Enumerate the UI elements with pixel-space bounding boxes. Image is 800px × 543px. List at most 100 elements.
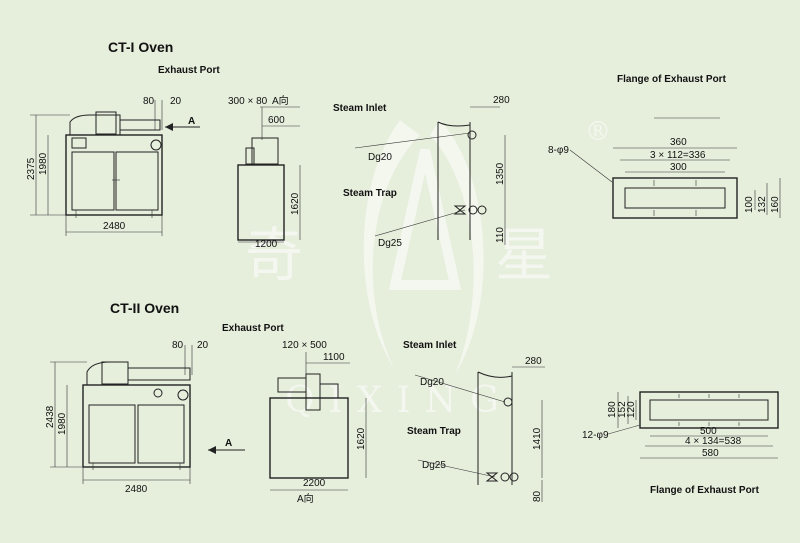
ct2-dg25: Dg25 bbox=[422, 460, 446, 471]
ct1-piping: Steam Inlet Dg20 Steam Trap Dg25 280 135… bbox=[333, 95, 510, 249]
ct1-fl-300: 300 bbox=[670, 162, 687, 173]
ct1-side-view: 300 × 80 A向 600 1620 1200 bbox=[228, 94, 301, 250]
ct1-side-fan bbox=[251, 137, 279, 165]
ct2-dim-2480: 2480 bbox=[125, 484, 148, 495]
watermark-registered-mark: ® bbox=[585, 117, 611, 147]
ct2-inlet-valve bbox=[503, 397, 513, 407]
ct1-side-fan-motor bbox=[245, 147, 255, 165]
ct1-exhaust-box bbox=[95, 111, 117, 135]
watermark-triangle bbox=[388, 148, 462, 290]
ct1-side-1620: 1620 bbox=[290, 192, 301, 215]
ct1-cabinet bbox=[65, 134, 163, 216]
ct1-flange: Flange of Exhaust Port 360 3 × 112=336 3… bbox=[548, 74, 781, 219]
ct1-arrow-a-label: A bbox=[188, 116, 195, 127]
ct1-inlet-valve bbox=[467, 130, 477, 140]
ct1-flange-outer bbox=[612, 177, 738, 219]
ct2-pipe-280: 280 bbox=[525, 356, 542, 367]
ct1-dg20-leader bbox=[354, 132, 471, 149]
ct1-steam-trap: Steam Trap bbox=[343, 188, 397, 199]
ct2-side-1620: 1620 bbox=[356, 427, 367, 450]
ct2-fl-4x134: 4 × 134=538 bbox=[685, 436, 742, 447]
ct2-flange: 180 152 120 12-φ9 500 4 × 134=538 580 Fl… bbox=[582, 391, 779, 496]
ct2-trap-circle-1 bbox=[500, 472, 510, 482]
ct1-dim-2480: 2480 bbox=[103, 221, 126, 232]
ct2-cabinet bbox=[82, 384, 191, 468]
ct2-piping: Steam Inlet Dg20 Steam Trap Dg25 280 141… bbox=[403, 340, 545, 502]
ct1-front-view: CT-I Oven Exhaust Port 80 20 A 2375 1980… bbox=[26, 39, 220, 236]
ct2-dg20-leader bbox=[414, 374, 506, 403]
ct1-wall-top bbox=[437, 121, 471, 127]
ct1-door-right bbox=[115, 151, 159, 211]
ct1-fl-hole-leader bbox=[569, 149, 613, 183]
ct2-pipe-80: 80 bbox=[532, 490, 543, 502]
watermark: ® 奇 星 QIXING bbox=[245, 117, 611, 421]
ct2-front-view: CT-II Oven Exhaust Port 80 20 A 2438 198… bbox=[45, 300, 284, 495]
ct1-fl-360: 360 bbox=[670, 137, 687, 148]
ct1-side-cabinet bbox=[237, 164, 285, 241]
ct2-exhaust-port-label: Exhaust Port bbox=[222, 323, 284, 334]
ct2-fl-hole-leader bbox=[607, 424, 641, 435]
ct2-exhaust-box bbox=[101, 361, 129, 385]
ct1-side-a-view: A向 bbox=[272, 94, 289, 107]
ct2-fl-152: 152 bbox=[617, 401, 628, 418]
ct1-title: CT-I Oven bbox=[108, 39, 173, 55]
ct2-fan-circle bbox=[177, 389, 189, 401]
ct1-dg25-leader bbox=[374, 209, 466, 237]
ct2-side-2200: 2200 bbox=[303, 478, 326, 489]
ct1-fan-circle bbox=[150, 139, 162, 151]
ct1-fl-100: 100 bbox=[744, 196, 755, 213]
ct2-fl-12phi9: 12-φ9 bbox=[582, 430, 609, 441]
ct2-side-1100: 1100 bbox=[323, 352, 345, 363]
ct1-exhaust-duct bbox=[69, 114, 121, 135]
ct2-flange-outer bbox=[639, 391, 779, 429]
ct1-dim-2375: 2375 bbox=[26, 157, 37, 180]
ct2-arrow-a-head bbox=[208, 446, 216, 454]
ct2-fan-housing bbox=[127, 367, 191, 381]
watermark-brand: QIXING bbox=[285, 380, 513, 421]
ct2-fl-180: 180 bbox=[607, 401, 618, 418]
ct2-flange-inner bbox=[649, 399, 769, 421]
ct1-steam-inlet: Steam Inlet bbox=[333, 103, 387, 114]
ct1-fl-8phi9: 8-φ9 bbox=[548, 145, 569, 156]
ct2-side-view: 120 × 500 1100 1620 2200 A向 bbox=[269, 340, 367, 505]
watermark-swoosh-left bbox=[363, 120, 420, 370]
ct1-pipe-1350: 1350 bbox=[495, 162, 506, 185]
ct2-fl-580: 580 bbox=[702, 448, 719, 459]
ct2-dg25-leader bbox=[417, 459, 496, 478]
ct2-fl-500: 500 bbox=[700, 426, 717, 437]
ct1-dim-20: 20 bbox=[170, 96, 182, 107]
ct1-flange-inner bbox=[624, 187, 726, 209]
ct1-dim-80: 80 bbox=[143, 96, 155, 107]
ct1-flange-title: Flange of Exhaust Port bbox=[617, 74, 727, 85]
ct2-side-cabinet bbox=[269, 397, 349, 479]
ct2-side-a-view: A向 bbox=[297, 492, 314, 505]
ct2-dg20: Dg20 bbox=[420, 377, 444, 388]
ct2-fl-120: 120 bbox=[626, 401, 637, 418]
ct1-exhaust-port-label: Exhaust Port bbox=[158, 65, 220, 76]
ct2-arrow-a-label: A bbox=[225, 438, 232, 449]
ct1-fl-160: 160 bbox=[770, 196, 781, 213]
ct2-side-120x500: 120 × 500 bbox=[282, 340, 327, 351]
ct1-side-1200: 1200 bbox=[255, 239, 278, 250]
ct2-dim-80: 80 bbox=[172, 340, 184, 351]
ct1-dg25: Dg25 bbox=[378, 238, 402, 249]
ct2-flange-title: Flange of Exhaust Port bbox=[650, 485, 760, 496]
ct1-arrow-a-head bbox=[165, 123, 173, 131]
ct1-fl-132: 132 bbox=[757, 196, 768, 213]
ct1-trap-circle-2 bbox=[477, 205, 487, 215]
ct2-steam-inlet: Steam Inlet bbox=[403, 340, 457, 351]
ct2-dim-2438: 2438 bbox=[45, 405, 56, 428]
ct1-control-box bbox=[71, 137, 87, 149]
ct1-pipe-280: 280 bbox=[493, 95, 510, 106]
ct2-dim-20: 20 bbox=[197, 340, 209, 351]
ct2-exhaust-duct bbox=[86, 361, 128, 385]
ct2-dim-1980: 1980 bbox=[57, 412, 68, 435]
ct1-fl-3x112: 3 × 112=336 bbox=[650, 150, 706, 161]
ct1-dim-1980: 1980 bbox=[38, 152, 49, 175]
ct2-wall-top bbox=[477, 371, 513, 378]
ct1-trap-valve bbox=[453, 205, 467, 215]
ct2-title: CT-II Oven bbox=[110, 300, 179, 316]
ct2-trap-valve bbox=[485, 472, 499, 482]
